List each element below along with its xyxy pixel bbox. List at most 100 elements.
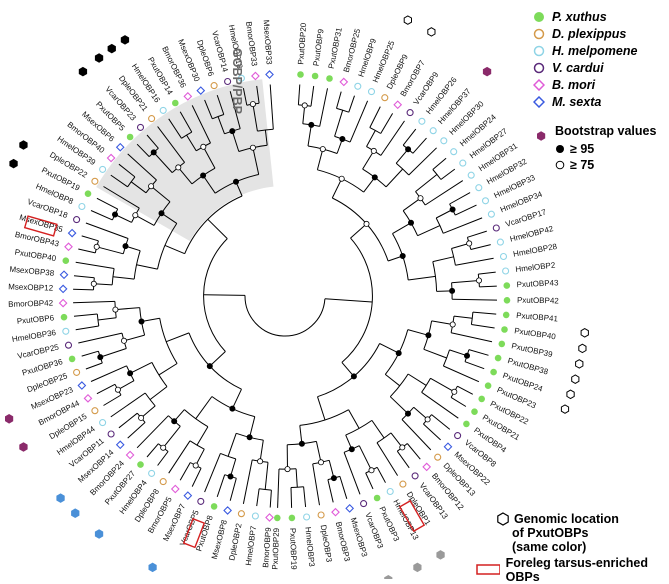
branch	[451, 397, 466, 406]
branch	[150, 387, 167, 400]
branch	[208, 219, 228, 238]
bootstrap-node-mid	[400, 445, 405, 450]
bootstrap-node-mid	[285, 467, 290, 472]
species-ring-marker	[412, 473, 418, 479]
branch	[422, 392, 459, 418]
branch	[340, 476, 347, 498]
species-ring-marker	[211, 503, 218, 510]
branch	[471, 245, 491, 250]
species-marker-icon	[533, 11, 545, 23]
branch	[124, 335, 145, 341]
genomic-hexagon-marker	[95, 530, 102, 538]
branch	[217, 475, 225, 497]
branch	[349, 96, 355, 113]
branch	[210, 352, 226, 367]
species-ring-marker	[495, 355, 502, 362]
branch	[113, 277, 134, 279]
branch	[104, 395, 122, 406]
branch	[351, 224, 367, 238]
bootstrap-node-high	[340, 136, 345, 141]
hexagon-icon	[496, 512, 510, 526]
branch	[73, 301, 115, 302]
species-ring-marker	[63, 257, 70, 264]
branch	[407, 444, 420, 460]
bootstrap-high-row: ≥ 95	[555, 141, 667, 157]
branch	[97, 384, 115, 393]
bootstrap-node-high	[151, 150, 156, 155]
genomic-hexagon-marker	[20, 443, 27, 451]
bootstrap-node-mid	[133, 213, 138, 218]
branch	[119, 413, 137, 428]
branch	[130, 362, 152, 373]
genomic-hexagon-marker	[576, 360, 583, 368]
foreleg-label: Foreleg tarsus-enriched OBPs	[506, 556, 669, 584]
branch	[74, 314, 97, 316]
species-ring-marker	[326, 75, 333, 82]
bootstrap-node-high	[172, 419, 177, 424]
tip-label: BmorOBP3	[334, 521, 352, 563]
branch	[166, 333, 189, 342]
species-ring-marker	[149, 116, 155, 122]
bootstrap-node-mid	[161, 445, 166, 450]
genomic-line2: of PxutOBPs	[496, 526, 666, 540]
genomic-location-markers	[0, 16, 588, 579]
branch	[403, 198, 420, 211]
branch	[408, 374, 426, 385]
bootstrap-node-mid	[250, 145, 255, 150]
species-ring-marker	[66, 342, 72, 348]
bootstrap-node-high	[247, 435, 252, 440]
branch	[76, 326, 99, 330]
branch	[455, 258, 493, 265]
genomic-hexagon-marker	[538, 132, 545, 140]
branch	[350, 101, 368, 142]
bootstrap-node-mid	[364, 221, 369, 226]
legend-item-h-melpomene: H. melpomene	[533, 42, 663, 59]
species-ring-marker	[471, 408, 478, 415]
species-ring-marker	[100, 420, 106, 426]
branch	[91, 211, 112, 220]
genomic-line3: (same color)	[496, 540, 666, 554]
foreleg-highlight-boxes	[25, 216, 424, 547]
branch	[270, 490, 271, 507]
legend-label: D. plexippus	[552, 27, 626, 41]
branch	[86, 363, 102, 369]
species-ring-marker	[444, 443, 451, 450]
species-ring-marker	[274, 515, 281, 522]
species-ring-marker	[318, 512, 324, 518]
bootstrap-node-high	[331, 476, 336, 481]
branch	[409, 148, 437, 175]
species-ring-marker	[85, 190, 92, 197]
branch	[98, 318, 116, 320]
tip-label: MsexOBP33	[262, 19, 274, 65]
branch	[452, 299, 497, 300]
root-arc	[245, 295, 325, 336]
branch	[76, 262, 114, 268]
bootstrap-node-mid	[369, 468, 374, 473]
species-ring-marker	[84, 395, 91, 402]
branch	[111, 393, 145, 417]
branch	[232, 389, 241, 408]
genomic-hexagon-marker	[404, 16, 411, 24]
bootstrap-node-mid	[371, 148, 376, 153]
legend-item-d-plexippus: D. plexippus	[533, 25, 663, 42]
branch	[317, 149, 322, 170]
tip-label: MsexOBP12	[8, 282, 54, 292]
species-ring-marker	[340, 78, 347, 85]
species-ring-marker	[69, 356, 76, 363]
branch	[381, 113, 393, 133]
species-ring-marker	[224, 507, 231, 514]
branch	[433, 158, 446, 169]
bootstrap-node-high	[139, 319, 144, 324]
bootstrap-node-mid	[452, 389, 457, 394]
bootstrap-node-mid	[115, 387, 120, 392]
species-ring-marker	[423, 463, 430, 470]
branch	[335, 110, 343, 136]
tip-label: VcarOBP25	[17, 343, 61, 361]
branch	[304, 487, 306, 507]
genomic-hexagon-marker	[6, 415, 13, 423]
genomic-hexagon-marker	[95, 54, 102, 62]
genomic-hexagon-marker	[10, 159, 17, 167]
species-ring-marker	[499, 341, 506, 348]
species-ring-marker	[92, 178, 98, 184]
species-ring-marker	[197, 87, 204, 94]
